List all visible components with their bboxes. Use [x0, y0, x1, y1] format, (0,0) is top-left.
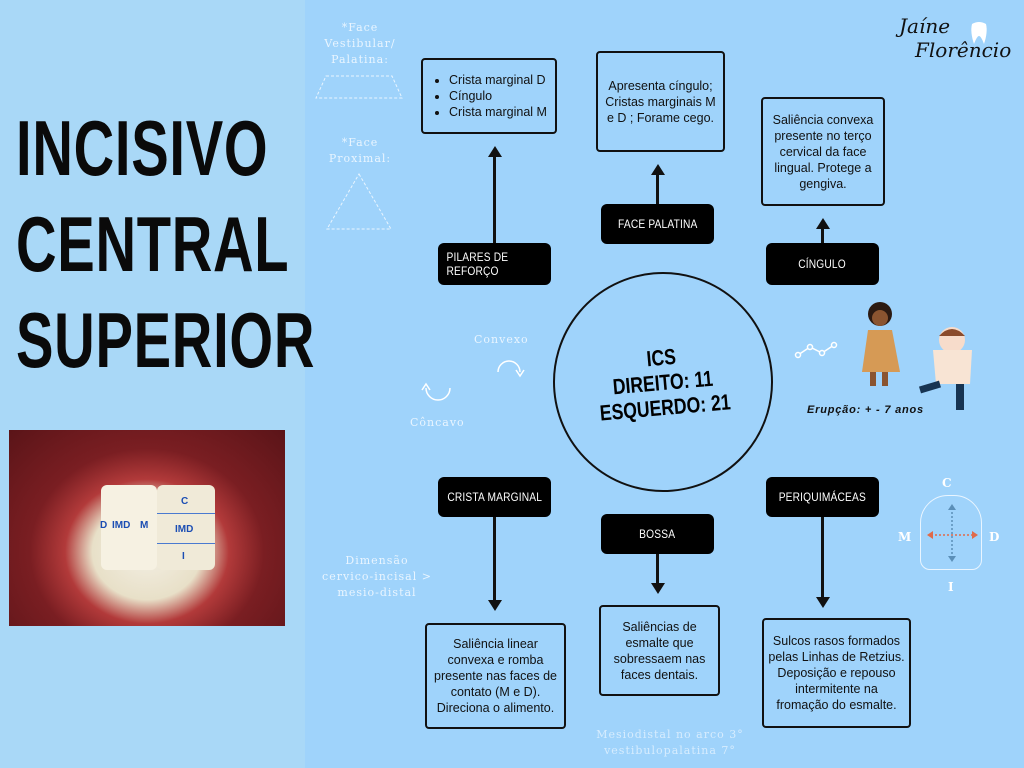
signature-logo: Jaíne Florêncio — [895, 14, 1011, 62]
face-proximal-note: *Face Proximal: — [328, 136, 392, 165]
label-text: Pilares de reforço — [446, 250, 509, 278]
label-imd: IMD — [112, 520, 131, 531]
tooth-icon — [971, 22, 987, 44]
signature-line: Florêncio — [915, 38, 1012, 62]
label-face-palatina: Face palatina — [601, 204, 714, 244]
line-chart-icon — [794, 341, 838, 359]
label-pilares: Pilares de reforço — [438, 243, 551, 285]
arrow-line — [656, 174, 659, 204]
label-bossa: Bossa — [601, 514, 714, 554]
label-m: M — [140, 520, 149, 531]
arrow-line — [493, 517, 496, 601]
list-item: Cíngulo — [449, 88, 547, 104]
center-circle: ICS DIREITO: 11 ESQUERDO: 21 — [543, 262, 783, 502]
title-line: CENTRAL — [16, 200, 290, 288]
arrow-line — [821, 517, 824, 598]
arrow-head-icon — [816, 218, 830, 229]
concave-arrow-icon — [421, 382, 451, 401]
label-imd: IMD — [175, 524, 194, 535]
crista-box: Saliência linear convexa e romba present… — [425, 623, 566, 729]
mesiodistal-note: Mesiodistal no arco 3° vestibulopalatina … — [570, 727, 770, 759]
box-text: Apresenta cíngulo; Cristas marginais M e… — [605, 78, 716, 125]
label-c: C — [181, 496, 189, 507]
label-crista: Crista marginal — [438, 477, 551, 517]
label-text: Crista marginal — [447, 490, 542, 504]
children-illustration — [862, 302, 972, 410]
box-text: Sulcos rasos formados pelas Linhas de Re… — [768, 634, 905, 712]
note-line: Mesiodistal no arco 3° — [596, 728, 744, 741]
list-item: Crista marginal M — [449, 104, 547, 120]
arrow-head-icon — [651, 164, 665, 175]
triangle-icon — [326, 173, 392, 230]
compass-m: M — [898, 530, 912, 544]
concavo-note: Côncavo — [410, 416, 465, 429]
tooth-outline-icon — [920, 495, 982, 570]
label-periquimaceas: Periquimáceas — [766, 477, 879, 517]
note-line: vestibulopalatina 7° — [604, 744, 736, 757]
label-text: Periquimáceas — [778, 490, 867, 504]
box-text: Saliência linear convexa e romba present… — [434, 637, 557, 715]
page-title: INCISIVO CENTRAL SUPERIOR — [16, 100, 315, 388]
cingulo-box: Saliência convexa presente no terço cerv… — [761, 97, 885, 206]
arrow-line — [821, 228, 824, 243]
pilares-box: Crista marginal D Cíngulo Crista margina… — [421, 58, 557, 134]
label-i: I — [182, 551, 185, 562]
signature-line: Jaíne — [899, 14, 951, 38]
compass-d: D — [989, 530, 1000, 544]
arrow-line — [656, 554, 659, 584]
box-text: Saliência convexa presente no terço cerv… — [772, 112, 874, 191]
direction-arrows-icon — [927, 504, 978, 562]
dimensao-note: Dimensão cervico-incisal > mesio-distal — [322, 554, 432, 599]
compass-c: C — [942, 476, 952, 490]
face-vestibular-note: *Face Vestibular/ Palatina: — [324, 21, 396, 66]
arrow-head-icon — [651, 583, 665, 594]
arrow-line — [493, 156, 496, 243]
label-text: Cíngulo — [798, 257, 847, 271]
divider — [157, 513, 215, 514]
label-d: D — [100, 520, 108, 531]
label-text: Face palatina — [617, 217, 698, 231]
face-palatina-box: Apresenta cíngulo; Cristas marginais M e… — [596, 51, 725, 152]
divider — [157, 543, 215, 544]
arrow-head-icon — [488, 146, 502, 157]
compass-i: I — [948, 580, 954, 594]
arrow-head-icon — [488, 600, 502, 611]
erupcao-text: Erupção: + - 7 anos — [807, 404, 924, 416]
trapezoid-icon — [315, 75, 403, 99]
list-item: Crista marginal D — [449, 72, 547, 88]
arrow-head-icon — [816, 597, 830, 608]
left-panel: INCISIVO CENTRAL SUPERIOR D IMD M C IMD … — [0, 0, 314, 768]
title-line: INCISIVO — [16, 104, 269, 192]
bossa-box: Saliências de esmalte que sobressaem nas… — [599, 605, 720, 696]
tooth-21 — [157, 485, 215, 570]
center-text: ICS — [645, 343, 677, 371]
periquimaceas-box: Sulcos rasos formados pelas Linhas de Re… — [762, 618, 911, 728]
convexo-note: Convexo — [474, 333, 529, 346]
label-cingulo: Cíngulo — [766, 243, 879, 285]
title-line: SUPERIOR — [16, 296, 316, 384]
label-text: Bossa — [639, 527, 676, 541]
convex-arrow-icon — [497, 360, 525, 378]
box-text: Saliências de esmalte que sobressaem nas… — [613, 619, 706, 682]
teeth-photo: D IMD M C IMD I — [9, 430, 285, 626]
tooth-11 — [101, 485, 157, 570]
